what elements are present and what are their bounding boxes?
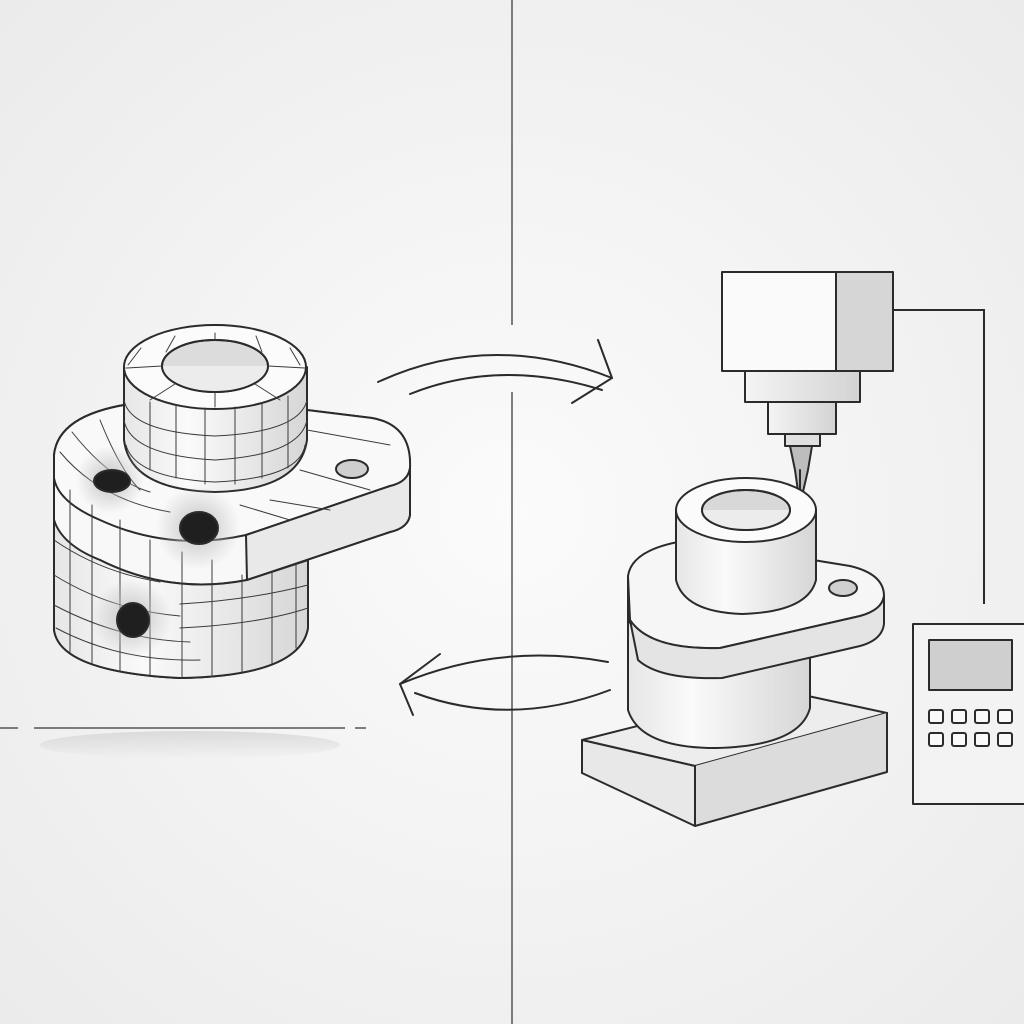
keypad-key	[928, 732, 944, 747]
workpiece	[627, 477, 885, 749]
keypad-key	[997, 709, 1013, 724]
keypad-key	[997, 732, 1013, 747]
defect-marker	[116, 602, 150, 638]
keypad-key	[928, 709, 944, 724]
meshed-part-model	[53, 324, 412, 679]
control-cable	[893, 309, 985, 604]
control-screen	[928, 639, 1013, 691]
keypad	[928, 709, 1013, 747]
keypad-key	[951, 732, 967, 747]
keypad-key	[974, 709, 990, 724]
defect-marker	[179, 511, 219, 545]
spindle-head	[721, 271, 894, 506]
keypad-key	[951, 709, 967, 724]
flange-hole	[828, 579, 858, 597]
keypad-key	[974, 732, 990, 747]
flow-arrow-backward	[398, 653, 611, 716]
flow-arrow-forward	[377, 339, 614, 404]
defect-marker	[93, 469, 131, 493]
flange-hole	[335, 459, 369, 479]
ground-shadow	[40, 731, 340, 759]
control-panel	[912, 623, 1024, 805]
